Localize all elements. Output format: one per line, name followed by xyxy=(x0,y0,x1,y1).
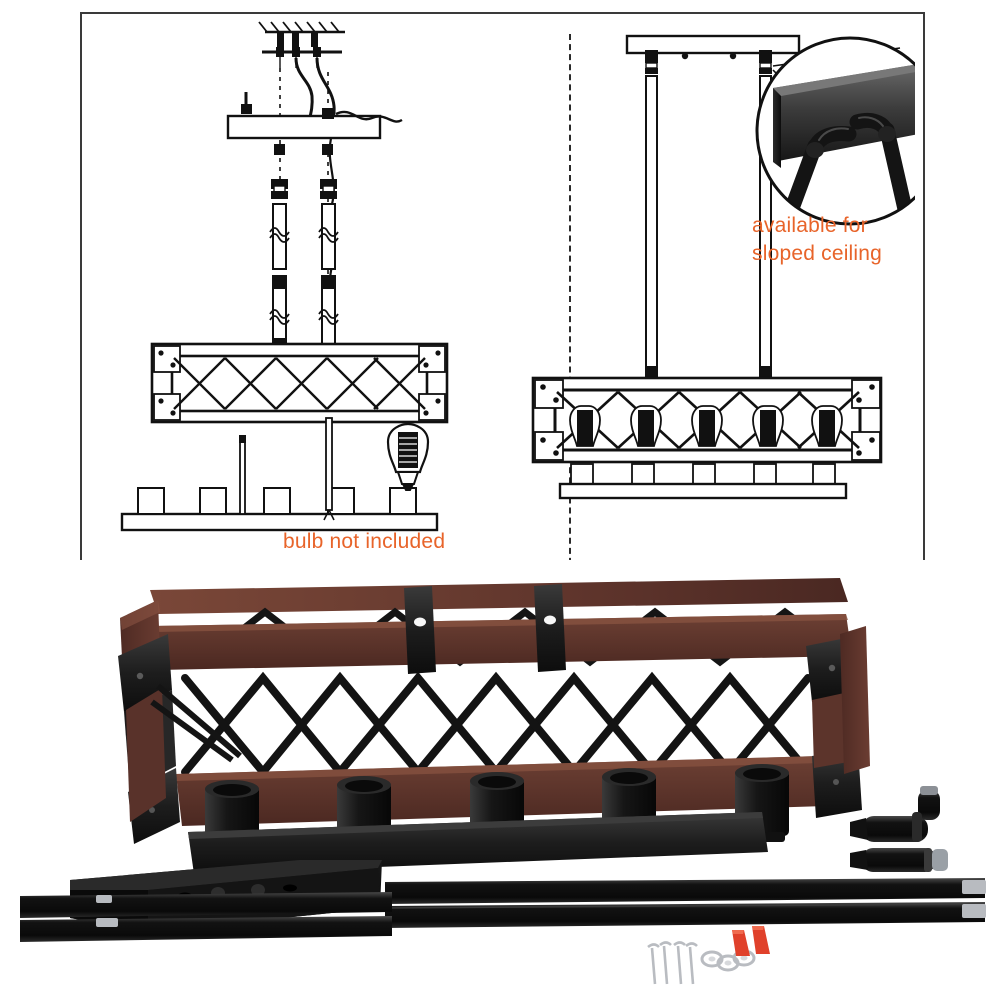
wood-rail-back-top xyxy=(150,578,848,614)
mounting-strap-icon xyxy=(404,584,566,674)
bulb-not-included-label: bulb not included xyxy=(283,530,446,553)
magnifier-circle-icon xyxy=(755,36,915,226)
canopy-plate-icon xyxy=(625,34,801,74)
installed-bulb-icon xyxy=(569,405,843,447)
canopy-connector-icon xyxy=(322,108,334,119)
rod-thread-end xyxy=(96,880,986,927)
exploded-mounting-diagram xyxy=(120,21,449,532)
wire-nut xyxy=(732,926,770,956)
screw-set xyxy=(647,941,698,985)
panel-divider xyxy=(569,34,571,574)
sloped-ceiling-diagram xyxy=(531,34,915,500)
wood-side-right xyxy=(840,626,870,774)
wood-post-left xyxy=(126,688,166,822)
socket-bar-icon xyxy=(558,463,848,500)
mounting-bracket-icon xyxy=(262,47,342,68)
lattice-frame-icon xyxy=(150,342,449,424)
wood-lattice-chandelier-body xyxy=(118,578,870,874)
loose-wire xyxy=(335,110,403,123)
assembled-chandelier-icon xyxy=(531,376,883,500)
product-parts-photo xyxy=(0,560,1000,1000)
downrod-icon xyxy=(269,179,339,351)
canopy-underside-nodes xyxy=(274,144,333,155)
sloped-ceiling-label: available for sloped ceiling xyxy=(752,214,883,266)
canopy-plate-icon xyxy=(226,114,382,140)
ceiling-hatch-icon xyxy=(258,21,340,33)
ceiling-screw-icon xyxy=(277,31,318,47)
canopy-screw-icon xyxy=(241,92,252,114)
edison-bulb-icon xyxy=(386,422,430,491)
corner-brace xyxy=(150,683,242,763)
washer-set xyxy=(700,949,756,972)
assembly-rod-guide xyxy=(239,417,335,521)
downrod-long xyxy=(20,878,986,942)
downrod-icon xyxy=(645,75,772,378)
frame-screw-icon xyxy=(158,350,441,416)
swivel-connector xyxy=(850,786,948,872)
socket-bar-icon xyxy=(120,487,439,532)
